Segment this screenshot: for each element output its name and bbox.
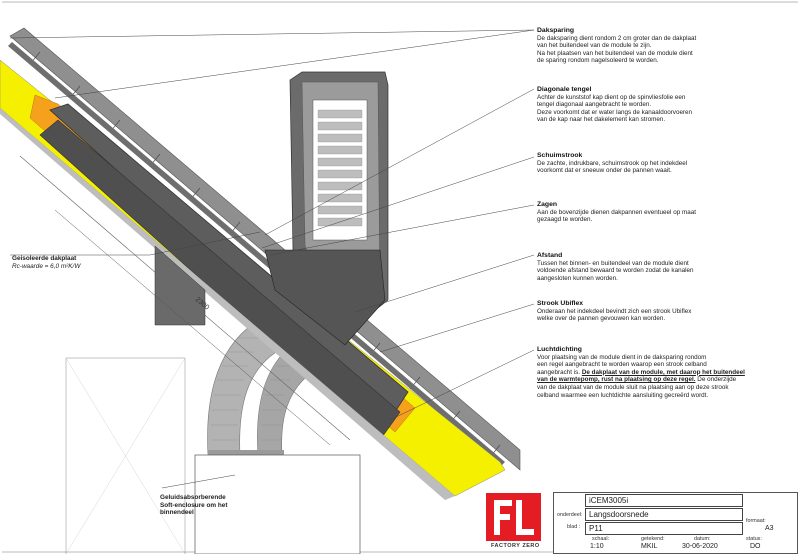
blad-label: blad : (567, 524, 581, 530)
datum-value: 30-06-2020 (682, 543, 718, 550)
factory-zero-logo (486, 493, 541, 541)
roof-build-up (0, 27, 521, 500)
leader-lines (9, 29, 535, 489)
soft-enclosure (65, 357, 361, 554)
getekend-value: MKIL (641, 543, 658, 550)
enclosure-label: Geluidsabsorberende Soft-enclosure om he… (160, 494, 228, 517)
blad-field: P11 (585, 522, 743, 535)
schaal-value: 1:10 (590, 543, 604, 550)
formaat-value: A3 (765, 525, 774, 532)
heat-pump-outdoor-unit (264, 71, 389, 346)
status-value: DO (750, 543, 761, 550)
note-strook-ubiflex: Strook Ubiflex Onderaan het indekdeel be… (537, 300, 692, 323)
project-field: iCEM3005i (585, 494, 743, 507)
support-block (154, 245, 206, 326)
note-afstand: Afstand Tussen het binnen- en buitendeel… (537, 252, 694, 282)
roof-label: Geisoleerde dakplaat Rc-waarde = 6,0 m²K… (12, 255, 81, 270)
onderdeel-field: Langsdoorsnede (585, 508, 743, 521)
datum-label: datum: (694, 536, 711, 542)
note-schuimstrook: Schuimstrook De zachte, indrukbare, schu… (537, 152, 688, 175)
onderdeel-label: onderdeel: (557, 512, 583, 518)
status-label: status: (746, 536, 762, 542)
note-zagen: Zagen Aan de bovenzijde dienen dakpannen… (537, 201, 696, 224)
logo-text: FACTORY ZERO (491, 543, 540, 549)
getekend-label: getekend: (641, 536, 665, 542)
schaal-label: schaal: (592, 536, 610, 542)
note-daksparing: Daksparing De daksparing dient rondom 2 … (537, 27, 697, 65)
note-diagonale-tengel: Diagonale tengel Achter de kunststof kap… (537, 86, 693, 124)
formaat-label: formaat: (746, 518, 766, 524)
note-luchtdichting: Luchtdichting Voor plaatsing van de modu… (537, 346, 745, 399)
